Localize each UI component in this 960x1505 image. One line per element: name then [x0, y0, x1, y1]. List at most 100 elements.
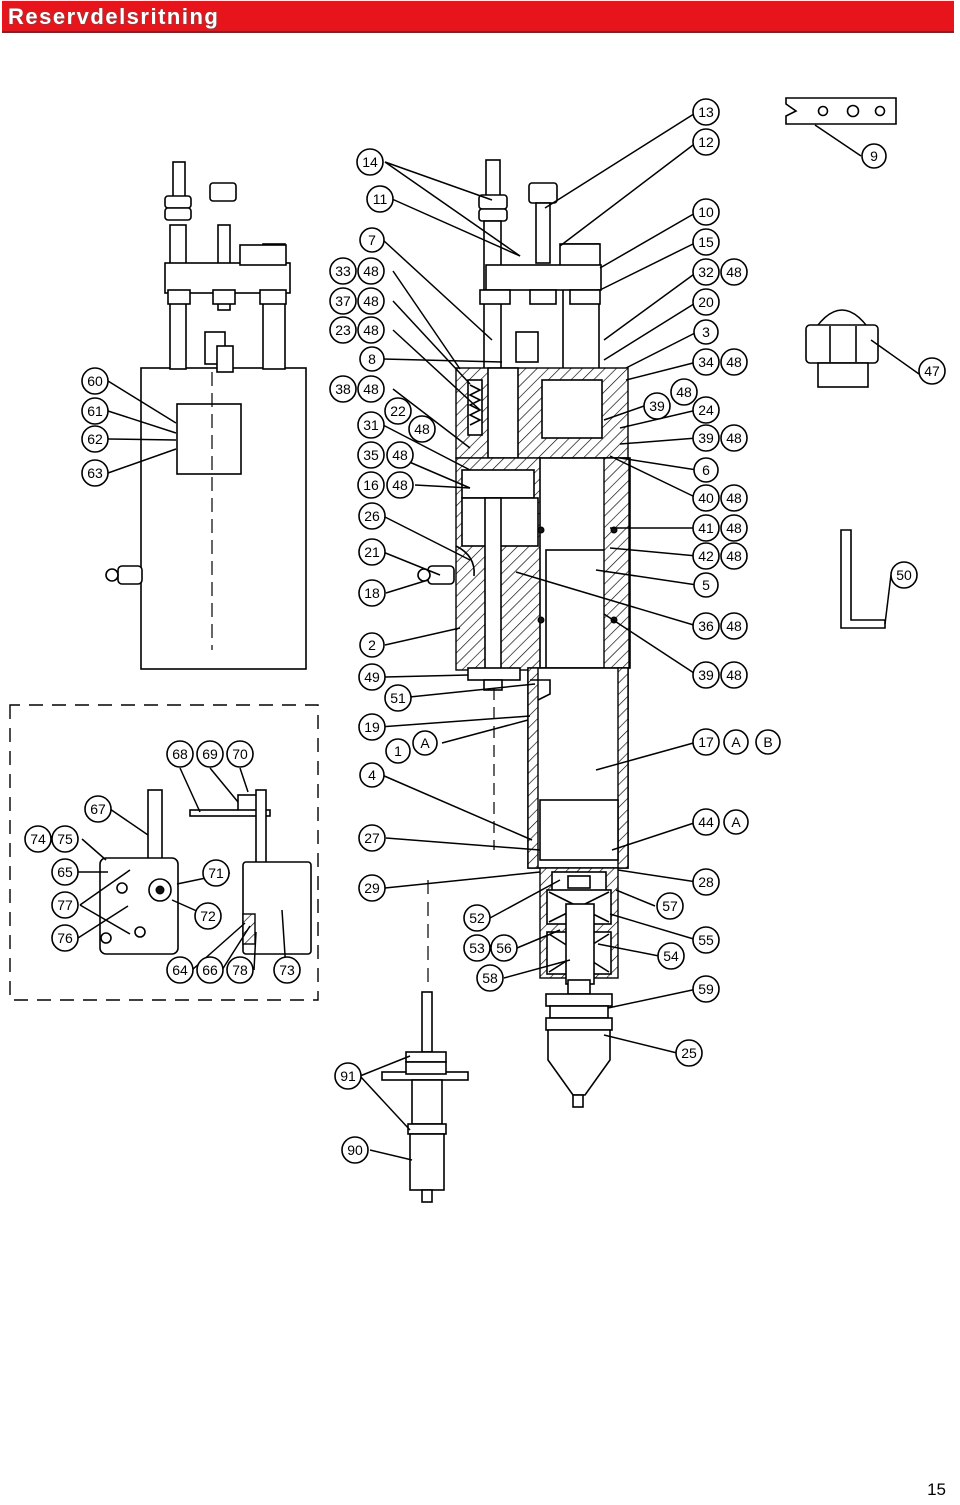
part-callout: 54: [657, 942, 685, 970]
callout-circle: [692, 228, 720, 256]
part-callout: 59: [692, 975, 720, 1003]
callout-label: 48: [676, 384, 692, 400]
callout-circle: [692, 868, 720, 896]
callout-circle: [723, 809, 749, 835]
callout-label: 63: [87, 465, 103, 481]
part-callout: 63: [81, 459, 109, 487]
callout-label: 28: [698, 874, 714, 890]
part-callout: 69: [196, 740, 224, 768]
callout-label: 78: [232, 962, 248, 978]
parts-geometry: [9, 97, 897, 1203]
callout-label: 21: [364, 544, 380, 560]
callout-circle: [357, 471, 385, 499]
callout-circle: [692, 808, 720, 836]
callout-label: 42: [698, 548, 714, 564]
callout-circle: [358, 663, 386, 691]
part-callout: 76: [51, 924, 79, 952]
callout-label: 70: [232, 746, 248, 762]
callout-circle: [720, 542, 748, 570]
callout-circle: [358, 502, 386, 530]
callout-label: 76: [57, 930, 73, 946]
part-callout: 1: [385, 738, 411, 764]
callout-label: 14: [362, 154, 378, 170]
part-callout: 49: [358, 663, 386, 691]
callout-circle: [329, 257, 357, 285]
part-callout: 50: [890, 561, 918, 589]
callout-circle: [359, 227, 385, 253]
part-callout: 73: [273, 956, 301, 984]
part-callout: 90: [341, 1136, 369, 1164]
part-callout: 11: [366, 185, 394, 213]
part-callout: 10: [692, 198, 720, 226]
callout-label: 62: [87, 431, 103, 447]
callout-label: 68: [172, 746, 188, 762]
callout-circle: [656, 892, 684, 920]
callout-label: 65: [57, 864, 73, 880]
callout-label: 19: [364, 719, 380, 735]
callout-label: 31: [363, 417, 379, 433]
callout-circle: [329, 316, 357, 344]
part-callout: 77: [51, 891, 79, 919]
callout-circle: [692, 424, 720, 452]
callout-label: 91: [340, 1068, 356, 1084]
callout-label: 39: [649, 398, 665, 414]
callout-circle: [226, 740, 254, 768]
callout-circle: [51, 891, 79, 919]
part-callout: 65: [51, 858, 79, 886]
part-callout: 5: [693, 572, 719, 598]
callout-label: 9: [870, 148, 878, 164]
part-callout: 53: [463, 934, 491, 962]
callout-circle: [657, 942, 685, 970]
callout-label: 48: [726, 264, 742, 280]
callout-circle: [357, 411, 385, 439]
callout-circle: [226, 956, 254, 984]
callout-label: 50: [896, 567, 912, 583]
part-callout: 51: [384, 684, 412, 712]
part-callout: 8: [359, 346, 385, 372]
part-callout: 41: [692, 514, 720, 542]
callout-circle: [692, 612, 720, 640]
part-callout: 38: [329, 375, 357, 403]
callout-label: 22: [390, 403, 406, 419]
callout-circle: [358, 874, 386, 902]
callout-label: 34: [698, 354, 714, 370]
part-callout: 68: [166, 740, 194, 768]
callout-circle: [81, 425, 109, 453]
callout-label: 8: [368, 351, 376, 367]
callout-circle: [334, 1062, 362, 1090]
callout-circle: [463, 904, 491, 932]
callout-circle: [359, 632, 385, 658]
part-callout: 71: [202, 859, 230, 887]
callout-circle: [890, 561, 918, 589]
part-callout: 48: [720, 612, 748, 640]
callout-circle: [692, 258, 720, 286]
callout-label: 48: [392, 447, 408, 463]
callout-label: 4: [368, 767, 376, 783]
callout-label: A: [731, 814, 741, 830]
callout-circle: [720, 514, 748, 542]
callout-label: 40: [698, 490, 714, 506]
callout-circle: [366, 185, 394, 213]
callout-label: 75: [57, 831, 73, 847]
callout-label: 16: [363, 477, 379, 493]
part-callout: 70: [226, 740, 254, 768]
part-callout: 24: [692, 396, 720, 424]
callout-circle: [357, 257, 385, 285]
callout-label: 15: [698, 234, 714, 250]
callout-label: 27: [364, 830, 380, 846]
part-callout: 67: [84, 795, 112, 823]
part-callout: 48: [720, 661, 748, 689]
part-callout: 37: [329, 287, 357, 315]
part-callout: 58: [476, 964, 504, 992]
part-callout: 39: [692, 424, 720, 452]
callout-circle: [693, 457, 719, 483]
part-callout: 31: [357, 411, 385, 439]
part-callout: B: [755, 729, 781, 755]
part-callout: 21: [358, 538, 386, 566]
callout-circle: [84, 795, 112, 823]
part-callout: 60: [81, 367, 109, 395]
part-callout: 91: [334, 1062, 362, 1090]
callout-circle: [720, 424, 748, 452]
